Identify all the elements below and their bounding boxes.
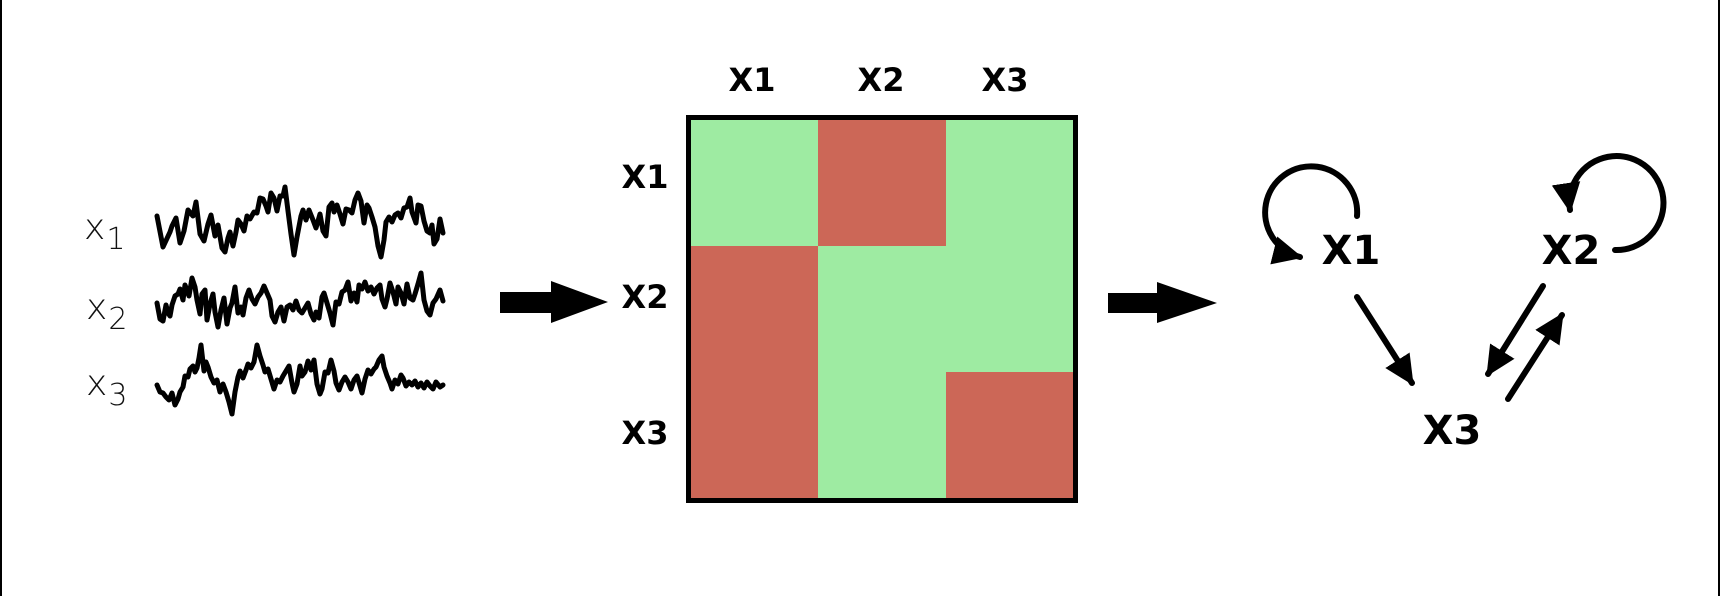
matrix-cell-x2-x2 [818, 246, 946, 372]
matrix-row-label-x2: X2 [621, 278, 669, 316]
time-series-x3 [154, 342, 446, 417]
edge-x3-x2 [1505, 312, 1565, 402]
series-label-base: x [86, 287, 108, 328]
matrix-cell-x3-x3 [945, 372, 1073, 498]
series-label-subscript: 1 [106, 222, 126, 257]
matrix-cell-x1-x2 [818, 120, 946, 246]
time-series-x2 [154, 270, 446, 330]
self-loop-x2-edge [1551, 153, 1667, 254]
matrix-column-label-x1: X1 [728, 61, 776, 99]
graph-edges [1262, 153, 1667, 402]
series-label-base: x [86, 363, 108, 404]
matrix-cell-x2-x1 [691, 246, 819, 372]
edge-x1-x3 [1354, 294, 1415, 386]
matrix-column-label-x3: X3 [981, 61, 1029, 99]
matrix-row-label-x3: X3 [621, 414, 669, 452]
edge-x2-x3 [1485, 283, 1546, 377]
matrix-column-label-x2: X2 [857, 61, 905, 99]
graph-node-x3: X3 [1422, 408, 1482, 454]
series-label-base: x [84, 207, 106, 248]
matrix-cell-x1-x3 [945, 120, 1073, 246]
series-label-x3: x3 [86, 366, 127, 411]
matrix-cell-x3-x1 [691, 372, 819, 498]
series-label-x2: x2 [86, 290, 127, 335]
adjacency-matrix [686, 115, 1078, 503]
arrow-right-icon [1108, 282, 1217, 323]
graph-node-x2: X2 [1541, 228, 1601, 274]
series-label-subscript: 3 [108, 378, 128, 413]
arrow-right-icon [500, 281, 608, 323]
matrix-cell-x2-x3 [945, 246, 1073, 372]
series-label-subscript: 2 [108, 302, 128, 337]
matrix-row-label-x1: X1 [621, 158, 669, 196]
matrix-cell-x3-x2 [818, 372, 946, 498]
series-label-x1: x1 [84, 210, 125, 255]
graph-node-x1: X1 [1321, 228, 1381, 274]
matrix-cell-x1-x1 [691, 120, 819, 246]
time-series-x1 [154, 184, 446, 260]
self-loop-x1-edge [1262, 163, 1361, 265]
